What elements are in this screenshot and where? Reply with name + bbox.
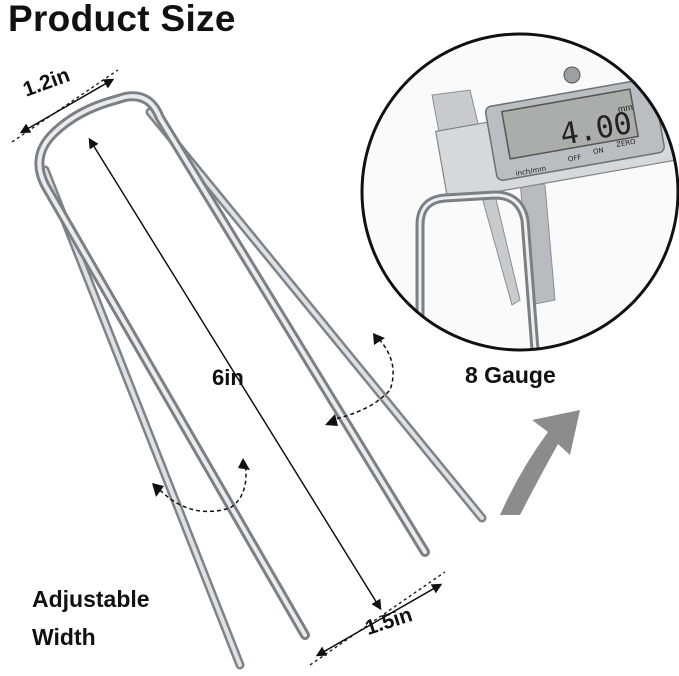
gauge-arrow — [500, 410, 580, 515]
caliper-button-on: ON — [592, 146, 604, 156]
gauge-label: 8 Gauge — [465, 362, 556, 388]
adjustable-width-label: Adjustable Width — [32, 580, 150, 656]
adjust-arrowheads — [152, 333, 385, 497]
caliper-unit: mm — [617, 102, 634, 114]
staple-main — [34, 91, 430, 640]
caliper-button-zero: ZERO — [616, 138, 637, 149]
adjustable-label-line2: Width — [32, 624, 96, 650]
staple-adjusted-legs — [40, 107, 487, 670]
page-title: Product Size — [8, 0, 236, 39]
caliper-button-off: OFF — [567, 153, 582, 163]
adjustable-label-line1: Adjustable — [32, 586, 150, 612]
adjust-arrows — [159, 337, 394, 513]
dimension-length: 6in — [212, 365, 244, 390]
dimension-lines — [11, 69, 446, 666]
caliper-zoom: 4.00 mm inch/mm OFF ON ZERO — [360, 32, 679, 352]
